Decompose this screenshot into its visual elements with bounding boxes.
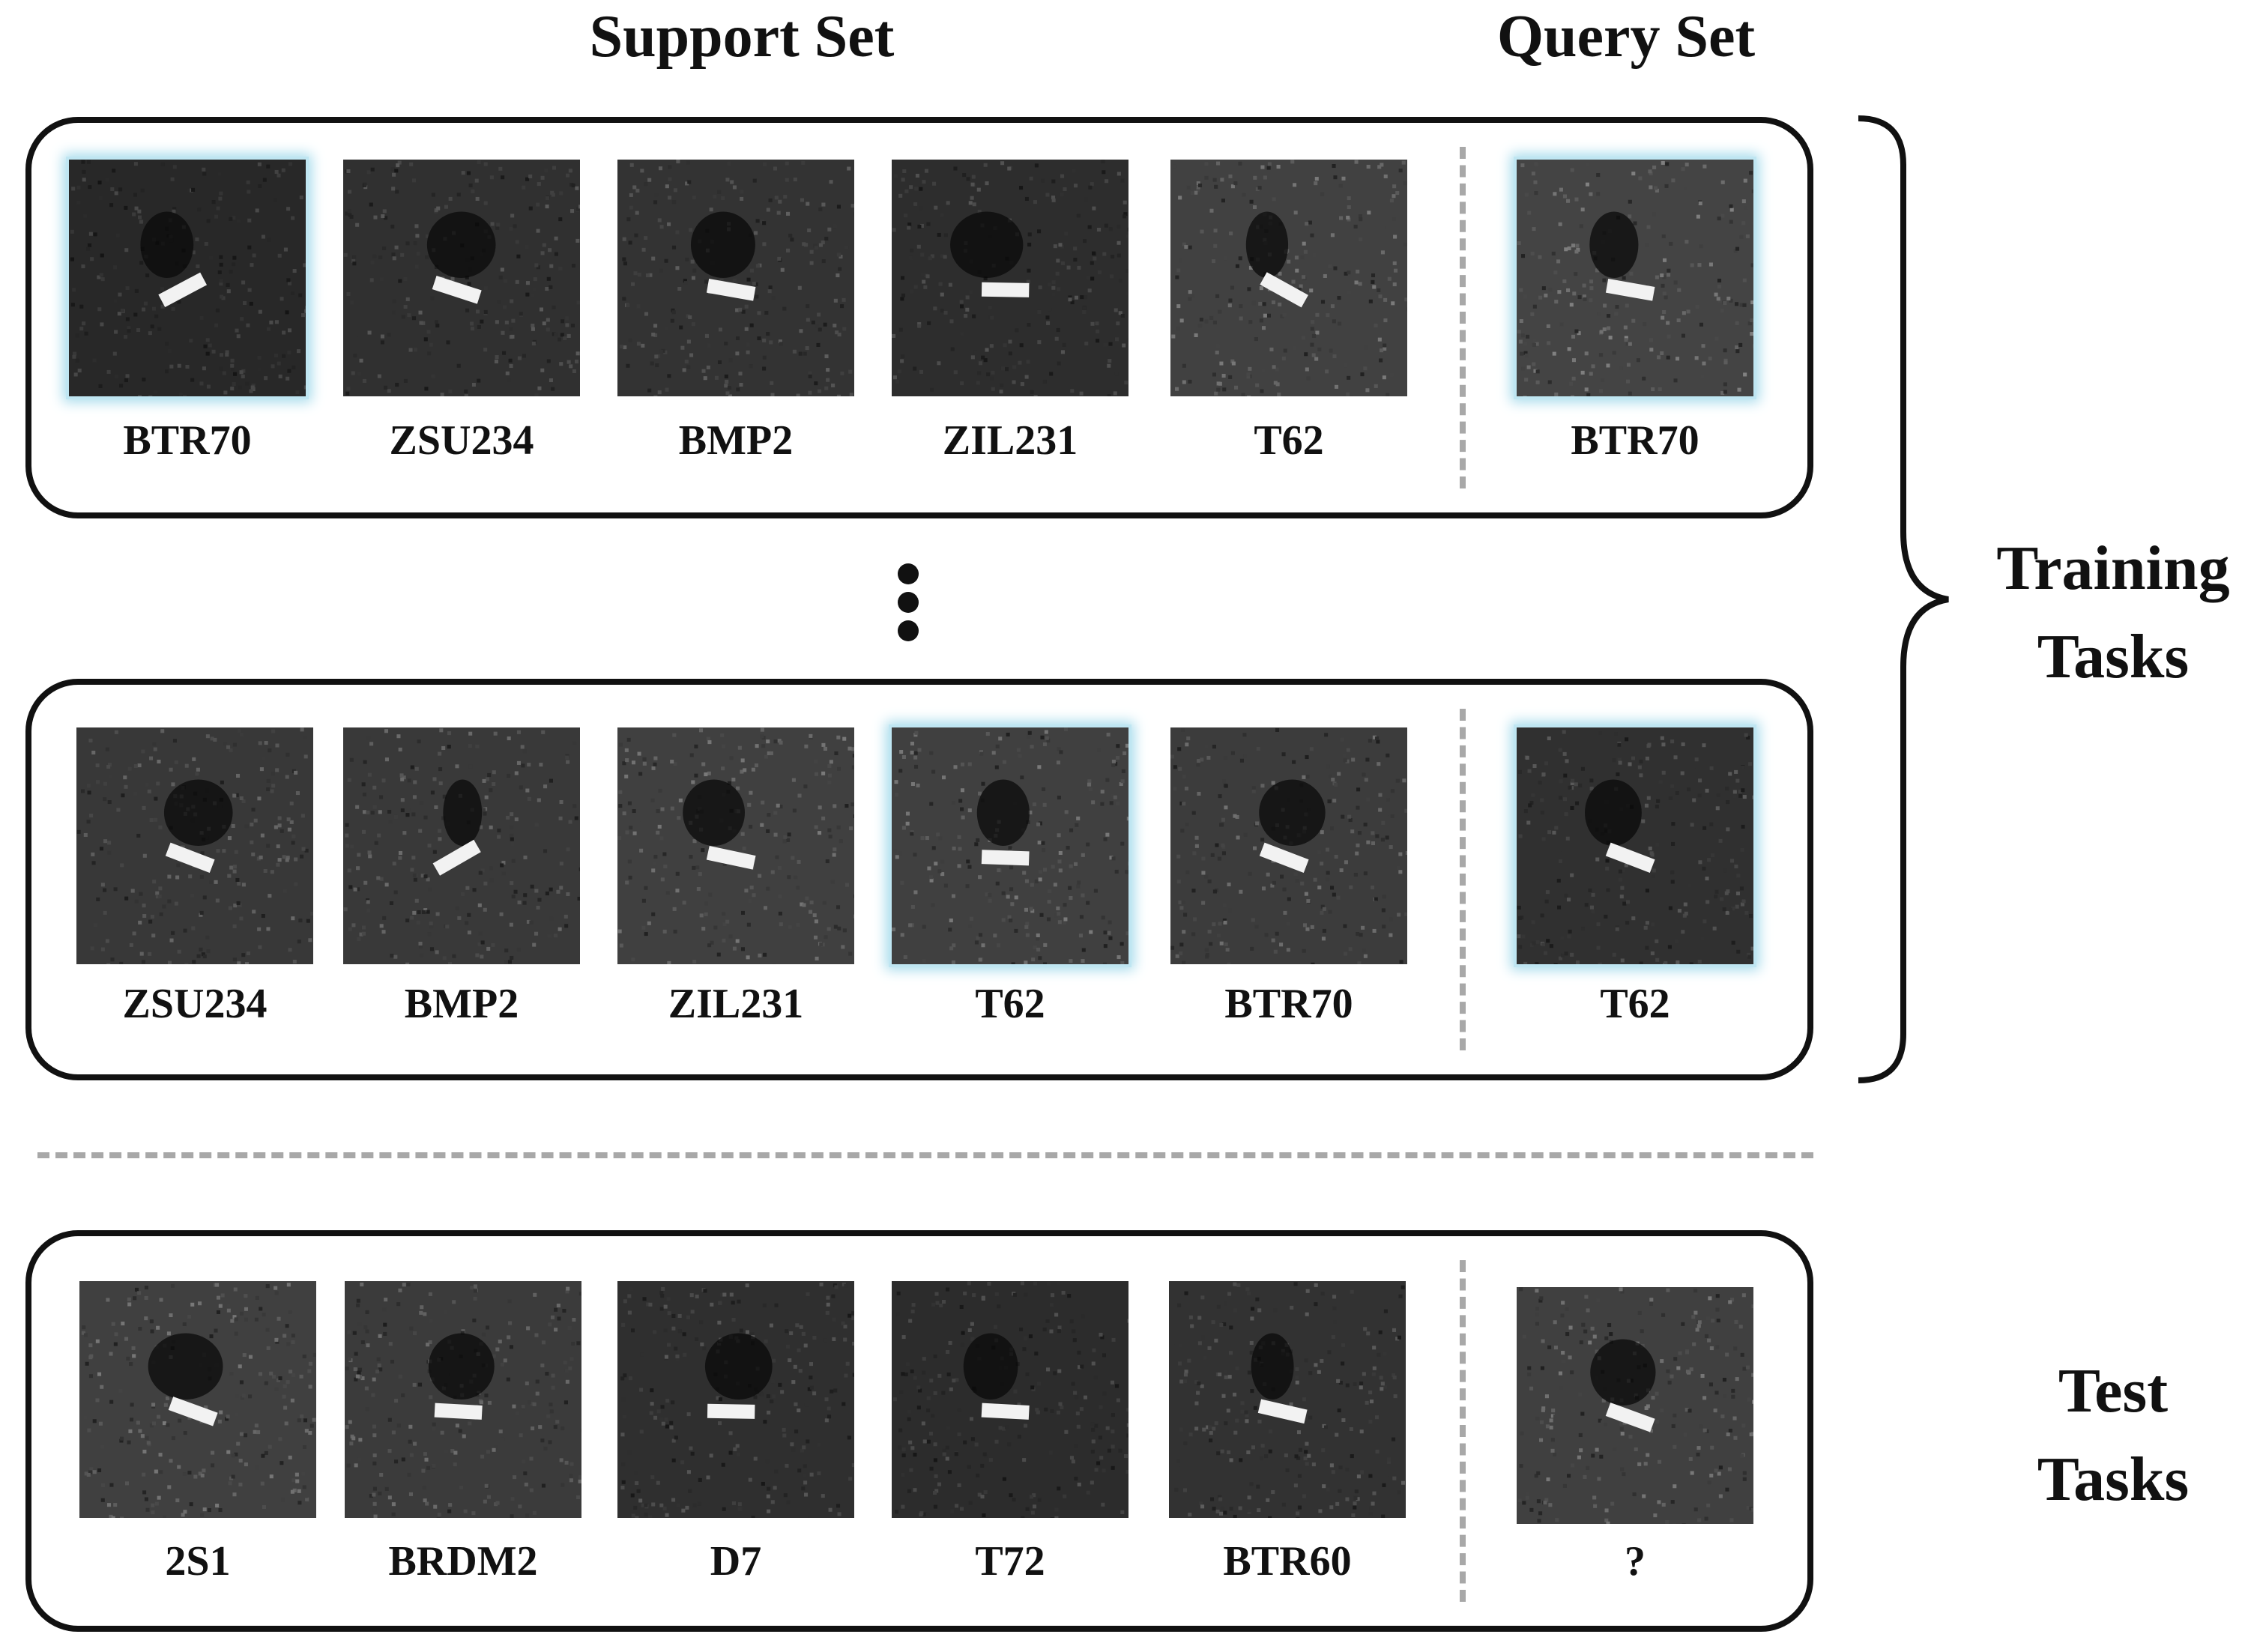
- sar-image: [1170, 160, 1407, 396]
- class-label: 2S1: [165, 1538, 231, 1585]
- sar-image: [343, 727, 580, 964]
- sar-image: [79, 1281, 316, 1518]
- class-label: BTR70: [1224, 981, 1353, 1027]
- class-label: BMP2: [404, 981, 519, 1027]
- query-sar-image: [1517, 1287, 1753, 1524]
- sar-image: [892, 1281, 1128, 1518]
- training-tasks-label: Training Tasks: [1918, 524, 2242, 701]
- sar-image: [343, 160, 580, 396]
- class-label: ZSU234: [122, 981, 268, 1027]
- training-label-line2: Tasks: [2037, 622, 2190, 692]
- class-label: ZIL231: [668, 981, 804, 1027]
- sar-image: [1169, 1281, 1406, 1518]
- class-label: BTR70: [123, 417, 252, 464]
- class-label: BMP2: [678, 417, 794, 464]
- sar-image: [617, 1281, 854, 1518]
- test-task-box: [25, 1230, 1813, 1632]
- class-label: D7: [710, 1538, 762, 1585]
- support-query-divider-2: [1460, 709, 1466, 1050]
- query-label: ?: [1625, 1538, 1646, 1585]
- ellipsis-dot: [898, 620, 919, 641]
- training-task-box-2: [25, 679, 1813, 1080]
- query-label: BTR70: [1571, 417, 1699, 464]
- sar-image: [892, 160, 1128, 396]
- class-label: ZIL231: [942, 417, 1078, 464]
- class-label: T62: [1254, 417, 1324, 464]
- class-label: ZSU234: [389, 417, 534, 464]
- sar-image: [345, 1281, 581, 1518]
- support-query-divider-1: [1460, 147, 1466, 488]
- training-brace: [1858, 115, 1949, 1083]
- query-set-header: Query Set: [1496, 4, 1756, 70]
- ellipsis-dot: [898, 592, 919, 613]
- test-label-line2: Tasks: [2037, 1444, 2190, 1514]
- query-sar-image: [1517, 160, 1753, 396]
- support-query-divider-3: [1460, 1260, 1466, 1602]
- train-test-separator: [37, 1152, 1813, 1158]
- test-tasks-label: Test Tasks: [1918, 1347, 2242, 1524]
- sar-image: [1170, 727, 1407, 964]
- query-sar-image: [1517, 727, 1753, 964]
- support-set-header: Support Set: [589, 4, 895, 70]
- class-label: T72: [975, 1538, 1045, 1585]
- sar-image: [69, 160, 306, 396]
- class-label: T62: [975, 981, 1045, 1027]
- test-label-line1: Test: [2058, 1356, 2169, 1426]
- sar-image: [76, 727, 313, 964]
- sar-image: [617, 727, 854, 964]
- class-label: BRDM2: [388, 1538, 538, 1585]
- ellipsis-dot: [898, 563, 919, 584]
- class-label: BTR60: [1223, 1538, 1352, 1585]
- training-task-box-1: [25, 117, 1813, 518]
- sar-image: [617, 160, 854, 396]
- sar-image: [892, 727, 1128, 964]
- training-label-line1: Training: [1996, 533, 2230, 603]
- query-label: T62: [1600, 981, 1670, 1027]
